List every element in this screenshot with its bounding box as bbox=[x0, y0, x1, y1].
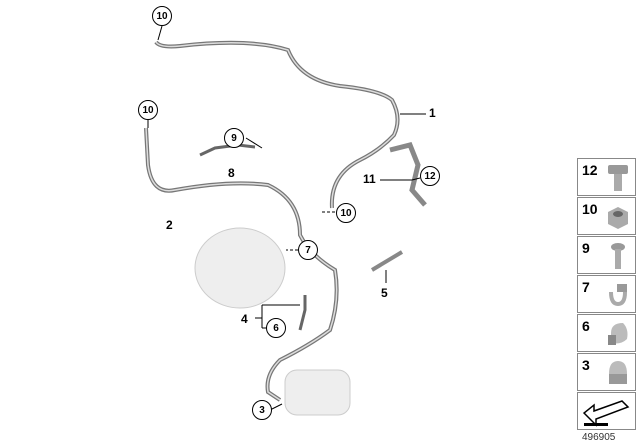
sensor-lead-8 bbox=[199, 143, 256, 157]
battery-cable-1 bbox=[154, 40, 400, 209]
leader-lines bbox=[147, 25, 426, 411]
legend-item-10: 10 bbox=[577, 197, 636, 235]
legend-item-7: 7 bbox=[577, 275, 636, 313]
legend-item-9: 9 bbox=[577, 236, 636, 274]
clip-icon bbox=[608, 323, 628, 345]
starter-motor bbox=[284, 369, 351, 416]
callout-9: 9 bbox=[224, 128, 244, 148]
callout-7: 7 bbox=[298, 240, 318, 260]
bolt-5 bbox=[370, 250, 404, 272]
lead-6 bbox=[298, 295, 307, 331]
callout-10-mid: 10 bbox=[336, 203, 356, 223]
callout-6: 6 bbox=[266, 318, 286, 338]
label-4: 4 bbox=[241, 312, 248, 326]
label-5: 5 bbox=[381, 286, 388, 300]
callout-10-top: 10 bbox=[152, 6, 172, 26]
diagram-id: 496905 bbox=[582, 432, 616, 443]
label-8: 8 bbox=[228, 166, 235, 180]
legend-number: 9 bbox=[582, 240, 590, 256]
callout-3: 3 bbox=[252, 400, 272, 420]
bracket-11 bbox=[389, 142, 427, 207]
legend-number: 12 bbox=[582, 162, 598, 178]
label-2: 2 bbox=[166, 218, 173, 232]
legend-item-12: 12 bbox=[577, 158, 636, 196]
cable-clip-icon bbox=[609, 284, 627, 306]
hex-bolt-icon bbox=[608, 165, 628, 191]
legend-number: 10 bbox=[582, 201, 598, 217]
legend-item-arrow bbox=[577, 392, 636, 430]
direction-arrow-icon bbox=[582, 400, 630, 427]
callout-12: 12 bbox=[420, 166, 440, 186]
hex-nut-icon bbox=[608, 207, 628, 229]
legend-number: 3 bbox=[582, 357, 590, 373]
screw-icon bbox=[611, 243, 625, 269]
legend-number: 6 bbox=[582, 318, 590, 334]
legend-number: 7 bbox=[582, 279, 590, 295]
label-1: 1 bbox=[429, 106, 436, 120]
callout-10-left: 10 bbox=[138, 100, 158, 120]
legend-item-6: 6 bbox=[577, 314, 636, 352]
legend-item-3: 3 bbox=[577, 353, 636, 391]
label-11: 11 bbox=[363, 172, 376, 186]
alternator bbox=[194, 227, 286, 309]
cap-nut-icon bbox=[609, 361, 627, 384]
